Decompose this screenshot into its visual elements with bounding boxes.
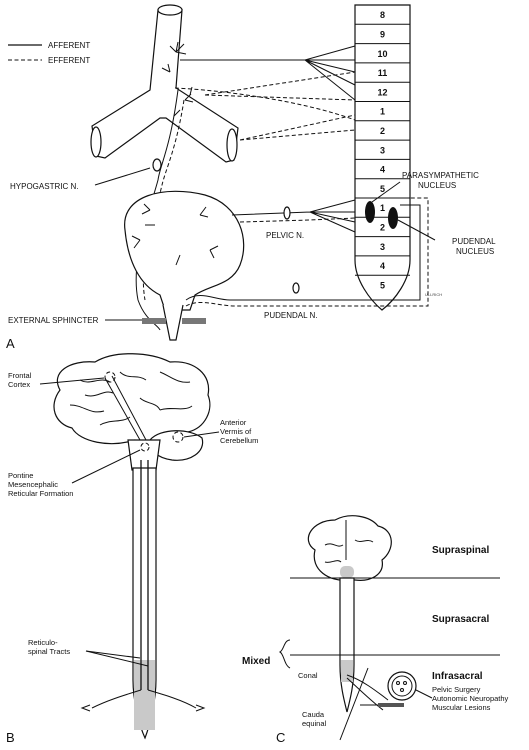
segment-label: 10 (377, 49, 387, 59)
legend-afferent-label: AFFERENT (48, 41, 90, 50)
pontine-label-3: Reticular Formation (8, 489, 73, 498)
supraspinal-label: Supraspinal (432, 545, 489, 556)
cauda-label-2: equinal (302, 719, 327, 728)
segment-label: 1 (380, 107, 385, 117)
cause-3: Muscular Lesions (432, 703, 491, 712)
afferent-fan-thoracic (174, 45, 356, 141)
segment-label: 3 (380, 242, 385, 252)
segment-label: 5 (380, 184, 385, 194)
cause-2: Autonomic Neuropathy (432, 694, 509, 703)
brainstem (127, 439, 161, 471)
bladder (124, 190, 245, 311)
segment-label: 1 (380, 203, 385, 213)
parasympathetic-nucleus (365, 201, 375, 223)
conal-label: Conal (298, 671, 318, 680)
sacral-shade (134, 660, 155, 730)
panel-c: Supraspinal Suprasacral Infrasacral Mixe… (242, 515, 509, 745)
reticulo-label-2: spinal Tracts (28, 647, 70, 656)
legend-efferent-label: EFFERENT (48, 56, 90, 65)
pons-shade (340, 566, 354, 578)
pontine-label-2: Mesencephalic (8, 480, 58, 489)
segment-label: 2 (380, 222, 385, 232)
vermis-focus (172, 431, 184, 443)
suprasacral-label: Suprasacral (432, 614, 489, 625)
cause-1: Pelvic Surgery (432, 685, 481, 694)
segment-label: 4 (380, 261, 385, 271)
panel-b-label: B (6, 730, 15, 745)
sphincter-c (378, 703, 404, 707)
segment-label: 2 (380, 126, 385, 136)
vascular-tree (90, 4, 239, 163)
cerebrum (53, 353, 211, 446)
panel-c-label: C (276, 730, 285, 745)
hypogastric-label: HYPOGASTRIC N. (10, 182, 78, 191)
vermis-label-3: Cerebellum (220, 436, 258, 445)
parasympathetic-label-1: PARASYMPATHETIC (402, 171, 479, 180)
signature: ULLRICH (425, 292, 442, 297)
external-sphincter-label: EXTERNAL SPHINCTER (8, 316, 99, 325)
panel-a: AFFERENT EFFERENT HYPOGASTRIC N. EXTERNA… (6, 4, 496, 351)
segment-label: 8 (380, 10, 385, 20)
vermis-label-1: Anterior (220, 418, 247, 427)
segment-label: 3 (380, 145, 385, 155)
cauda-label-1: Cauda (302, 710, 325, 719)
segment-label: 12 (377, 87, 387, 97)
pudendal-nucleus-label-2: NUCLEUS (456, 247, 494, 256)
segment-label: 9 (380, 29, 385, 39)
sphincter-left (142, 318, 166, 324)
segment-label: 4 (380, 165, 385, 175)
pudendal-n-label: PUDENDAL N. (264, 311, 318, 320)
spinal-cord-c (339, 577, 355, 713)
sphincter-right (182, 318, 206, 324)
frontal-focus (104, 371, 116, 383)
pelvic-label: PELVIC N. (266, 231, 304, 240)
frontal-label-2: Cortex (8, 380, 30, 389)
pudendal-nucleus-label-1: PUDENDAL (452, 237, 496, 246)
pudendal-nucleus (388, 207, 398, 229)
parasympathetic-label-2: NUCLEUS (418, 181, 456, 190)
infrasacral-label: Infrasacral (432, 671, 483, 682)
panel-b: Frontal Cortex Anterior Vermis of Cerebe… (6, 353, 258, 745)
pontine-label-1: Pontine (8, 471, 33, 480)
conus-shade (341, 660, 353, 682)
segment-label: 11 (378, 68, 388, 78)
pontine-focus (140, 442, 150, 452)
panel-a-label: A (6, 336, 15, 351)
reticulo-label-1: Reticulo- (28, 638, 58, 647)
frontal-label-1: Frontal (8, 371, 32, 380)
mixed-label: Mixed (242, 656, 270, 667)
vermis-label-2: Vermis of (220, 427, 252, 436)
segment-label: 5 (380, 280, 385, 290)
